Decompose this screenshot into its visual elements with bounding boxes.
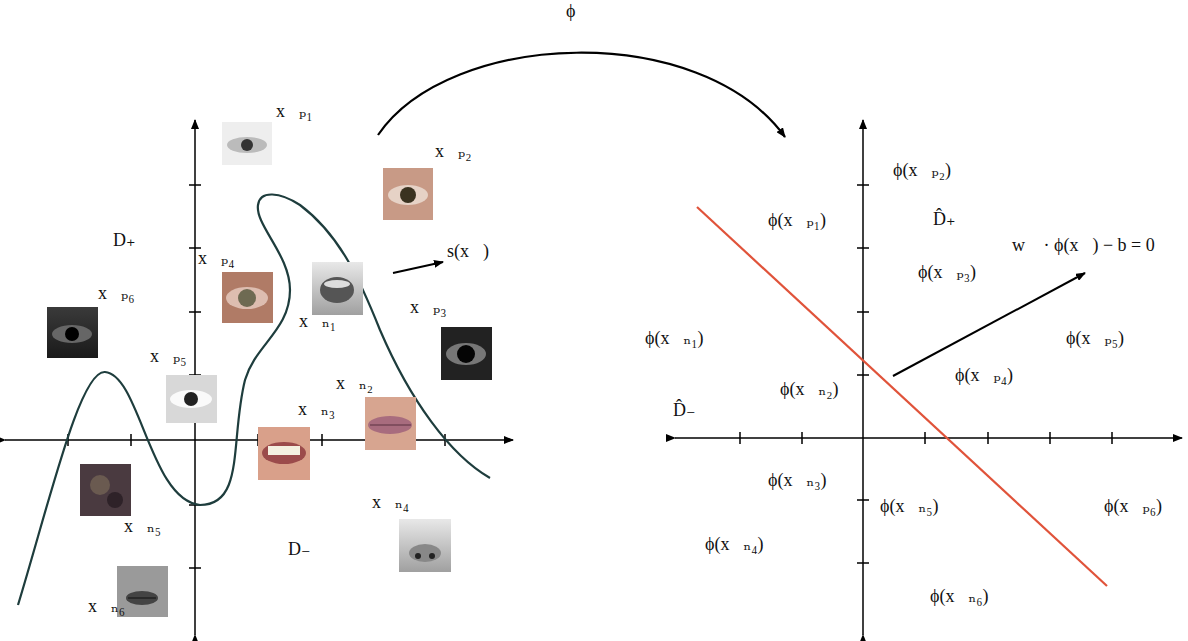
point-label: ϕ(x⃗ₚ₁) bbox=[768, 211, 826, 231]
weight-arrow bbox=[893, 273, 1085, 376]
point-label: x⃗ₙ₄ bbox=[372, 493, 409, 513]
point-label: x⃗ₚ₆ bbox=[98, 284, 134, 304]
decision-curve bbox=[18, 194, 490, 605]
left-axes bbox=[5, 120, 513, 635]
point-label: ϕ(x⃗ₚ₆) bbox=[1104, 497, 1162, 517]
image-patches bbox=[47, 122, 492, 617]
point-label: D₋ bbox=[288, 540, 311, 560]
point-label: ϕ(x⃗ₙ₅) bbox=[880, 497, 939, 517]
point-label: D₊ bbox=[113, 231, 136, 251]
point-label: ϕ(x⃗ₙ₃) bbox=[768, 471, 827, 491]
point-label: x⃗ₙ₂ bbox=[336, 374, 373, 394]
hyperplane-line bbox=[697, 207, 1107, 586]
hyperplane-equation: w⃗ · ϕ(x⃗) − b = 0 bbox=[1012, 236, 1155, 256]
point-label: x⃗ₚ₅ bbox=[150, 347, 186, 367]
point-label: x⃗ₚ₂ bbox=[435, 142, 471, 162]
point-label: x⃗ₚ₄ bbox=[198, 249, 234, 269]
mapping-arrow bbox=[378, 53, 785, 137]
map-label: ϕ bbox=[566, 2, 575, 22]
point-label: D̂₋ bbox=[673, 401, 696, 421]
point-label: x⃗ₚ₁ bbox=[276, 102, 312, 122]
point-label: ϕ(x⃗ₚ₄) bbox=[955, 366, 1013, 386]
point-label: ϕ(x⃗ₙ₆) bbox=[930, 587, 989, 607]
point-label: x⃗ₙ₃ bbox=[298, 400, 335, 420]
normal-arrow bbox=[393, 262, 443, 273]
point-label: ϕ(x⃗ₙ₁) bbox=[645, 329, 704, 349]
point-label: ϕ(x⃗ₙ₄) bbox=[705, 535, 764, 555]
point-label: ϕ(x⃗ₙ₂) bbox=[780, 380, 839, 400]
point-label: x⃗ₙ₆ bbox=[88, 597, 125, 617]
point-label: D̂₊ bbox=[933, 210, 956, 230]
right-axes bbox=[675, 120, 1182, 635]
point-label: x⃗ₙ₁ bbox=[299, 312, 336, 332]
point-label: ϕ(x⃗ₚ₂) bbox=[893, 161, 951, 181]
point-label: x⃗ₚ₃ bbox=[410, 298, 446, 318]
point-label: x⃗ₙ₅ bbox=[124, 517, 161, 537]
point-label: ϕ(x⃗ₚ₅) bbox=[1066, 329, 1124, 349]
point-label: ϕ(x⃗ₚ₃) bbox=[918, 263, 976, 283]
point-label: s(x⃗) bbox=[447, 242, 489, 262]
